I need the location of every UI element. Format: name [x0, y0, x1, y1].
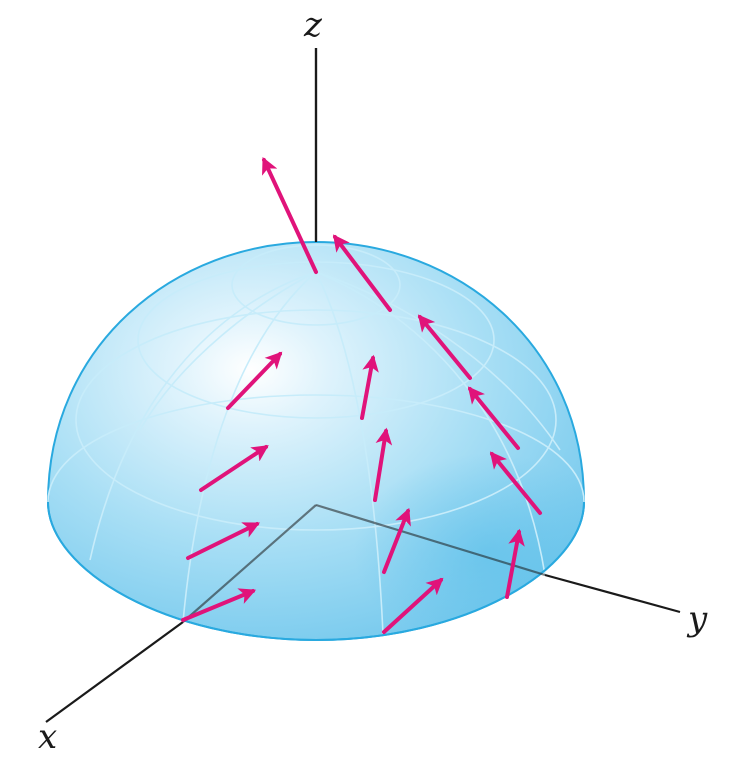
vector-field-arrows [181, 156, 542, 634]
rim-shading [48, 242, 584, 640]
field-arrow [467, 386, 520, 450]
field-arrow [181, 588, 257, 622]
field-arrow [332, 234, 392, 312]
field-arrow [505, 528, 525, 599]
field-arrow [373, 427, 393, 502]
field-arrow [382, 577, 444, 634]
meridian-3 [315, 271, 546, 576]
meridian-4 [89, 271, 317, 561]
latitude-ring-top [231, 244, 401, 326]
longitude-gridlines [89, 271, 561, 635]
z-axis-label: z [303, 5, 323, 45]
x-axis-outer [45, 621, 184, 723]
y-axis-label: y [686, 599, 708, 639]
axes-front [45, 48, 681, 723]
field-arrow [186, 522, 261, 560]
field-arrow [489, 451, 542, 515]
equator-front [47, 501, 585, 642]
latitude-ring-upper [137, 261, 495, 419]
y-axis-line [315, 503, 546, 577]
field-arrow [226, 351, 283, 410]
equator-back [47, 394, 585, 503]
latitude-gridlines [47, 244, 585, 531]
field-arrow [262, 156, 318, 274]
field-arrow [360, 354, 379, 420]
meridian-6 [139, 271, 317, 431]
field-arrow [199, 445, 269, 492]
y-axis-outer [544, 573, 681, 614]
meridian-5 [315, 271, 561, 451]
field-arrow [382, 507, 411, 574]
latitude-ring-middle [75, 309, 557, 531]
x-axis-label: x [38, 717, 57, 757]
meridian-2 [315, 271, 384, 635]
hemisphere-surface [46, 240, 586, 642]
field-arrow [417, 314, 472, 380]
x-axis-line [182, 504, 317, 623]
meridian-1 [182, 271, 317, 623]
